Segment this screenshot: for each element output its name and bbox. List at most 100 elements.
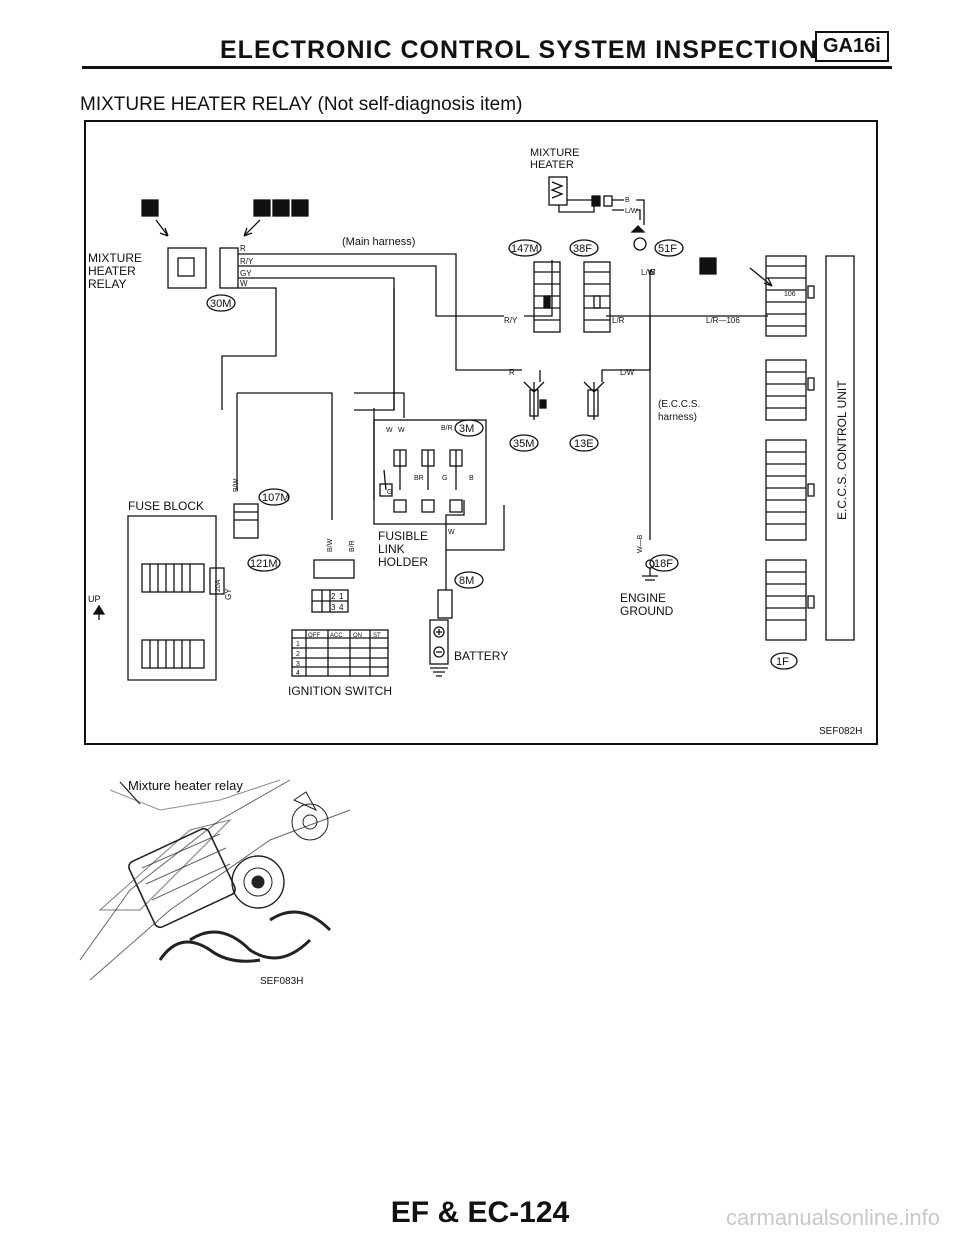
svg-text:3: 3 [331,603,336,612]
page-header-title: ELECTRONIC CONTROL SYSTEM INSPECTION [220,36,819,64]
arrow-icon [155,219,169,237]
svg-text:W: W [386,427,393,434]
view-letter-a: A [257,202,265,216]
svg-text:B/R: B/R [349,540,356,552]
figure-code-diagram: SEF082H [819,726,862,737]
svg-text:FUSIBLE: FUSIBLE [378,529,428,543]
figure-code-photo: SEF083H [260,976,303,987]
wiring-diagram: D A B C B MIXTURE HEATER B L/W 30M 147M … [88,147,862,737]
svg-text:HEATER: HEATER [88,264,136,278]
mixture-heater-label-2: HEATER [530,159,574,171]
svg-text:L/R—106: L/R—106 [706,316,740,325]
engine-bay-illustration: Mixture heater relay SEF083H [79,778,351,987]
up-arrow-icon [92,604,106,620]
eccs-control-unit: 106 E.C.C.S. CONTROL UNIT [765,255,855,641]
svg-text:107M: 107M [262,492,290,504]
harness-connectors: R/Y L/R L/R—106 R L/W (E.C.C.S. harness)… [504,237,740,423]
main-harness-label: (Main harness) [342,236,415,248]
view-letter-d: D [145,202,154,216]
svg-text:R/Y: R/Y [504,316,518,325]
svg-text:MIXTURE: MIXTURE [88,251,142,265]
svg-text:G: G [387,489,392,496]
svg-text:ACC: ACC [330,633,343,639]
svg-text:W: W [448,529,455,536]
svg-text:E.C.C.S. CONTROL UNIT: E.C.C.S. CONTROL UNIT [835,380,849,520]
section-title: MIXTURE HEATER RELAY (Not self-diagnosis… [80,94,523,115]
diagram-frame [84,120,878,745]
svg-text:3: 3 [296,661,300,668]
mixture-heater-label: MIXTURE [530,147,580,159]
svg-text:ENGINE: ENGINE [620,591,666,605]
svg-text:35M: 35M [513,438,534,450]
svg-text:B/R: B/R [441,425,453,432]
svg-text:1F: 1F [776,656,789,668]
svg-text:(E.C.C.S.: (E.C.C.S. [658,399,700,410]
svg-text:R: R [509,368,515,377]
svg-text:GY: GY [224,588,233,600]
svg-text:20A: 20A [215,579,222,592]
svg-text:4: 4 [296,670,300,677]
watermark: carmanualsonline.info [725,1205,940,1230]
svg-text:2: 2 [296,651,300,658]
svg-text:B/W: B/W [327,538,334,552]
svg-text:ST: ST [373,633,381,639]
svg-text:BR: BR [414,475,424,482]
svg-text:18F: 18F [654,558,673,570]
mixture-heater-symbol: B L/W [548,176,646,233]
svg-text:121M: 121M [250,558,278,570]
svg-text:W—B: W—B [637,534,644,553]
svg-text:ON: ON [353,633,362,639]
svg-text:106: 106 [784,291,796,298]
view-letters: D A B C B [141,199,773,287]
engine-ground: W—B ENGINE GROUND [620,534,674,618]
svg-text:FUSE BLOCK: FUSE BLOCK [128,499,204,513]
svg-text:13E: 13E [574,438,594,450]
svg-text:51F: 51F [658,243,677,255]
svg-text:IGNITION SWITCH: IGNITION SWITCH [288,684,392,698]
view-letter-b: B [276,202,284,216]
svg-text:L/W: L/W [625,208,638,215]
svg-text:LINK: LINK [378,542,405,556]
svg-text:B: B [650,268,655,277]
battery-symbol: BATTERY [429,589,508,677]
svg-text:B/W: B/W [233,478,240,492]
svg-text:B: B [469,475,474,482]
svg-text:1: 1 [296,641,300,648]
svg-text:OFF: OFF [308,633,320,639]
svg-text:harness): harness) [658,412,697,423]
svg-text:W: W [398,427,405,434]
svg-text:L/W: L/W [620,368,635,377]
view-letter-c: C [295,202,304,216]
svg-text:RELAY: RELAY [88,277,126,291]
engine-model-badge: GA16i [815,31,889,62]
photo-caption: Mixture heater relay [128,778,243,793]
fusible-link-holder: W W B/R G BR G B FUSIBLE LINK HOLDER W [373,419,487,569]
svg-text:2: 2 [331,592,336,601]
ignition-switch: B/W B/R 2 1 3 4 OFF ACC ON ST 1 2 3 4 IG… [288,538,392,698]
svg-text:30M: 30M [210,298,231,310]
svg-text:HOLDER: HOLDER [378,555,428,569]
svg-text:3M: 3M [459,423,474,435]
svg-text:R/Y: R/Y [240,257,254,266]
svg-text:1: 1 [339,592,344,601]
svg-text:L/R: L/R [612,316,625,325]
arrow-icon [749,267,773,287]
up-label: UP [88,594,101,604]
svg-text:BATTERY: BATTERY [454,649,508,663]
page-footer: EF & EC-124 [390,1196,570,1229]
view-letter-b2: B [703,260,711,274]
svg-text:4: 4 [339,603,344,612]
fuse-block: FUSE BLOCK 20A GY UP B/W [88,478,259,681]
connector-labels-top: 30M 147M 38F 51F 35M 13E 3M 107M 121M 8M… [206,239,798,670]
svg-text:GY: GY [240,269,252,278]
svg-text:R: R [240,244,246,253]
svg-text:8M: 8M [459,575,474,587]
svg-text:38F: 38F [573,243,592,255]
svg-text:L/W: L/W [641,268,656,277]
arrow-icon [243,219,261,237]
svg-text:W: W [240,279,248,288]
mixture-heater-relay: MIXTURE HEATER RELAY R R/Y GY W [88,244,274,291]
svg-text:GROUND: GROUND [620,604,674,618]
svg-text:B: B [625,197,630,204]
svg-text:G: G [442,475,447,482]
